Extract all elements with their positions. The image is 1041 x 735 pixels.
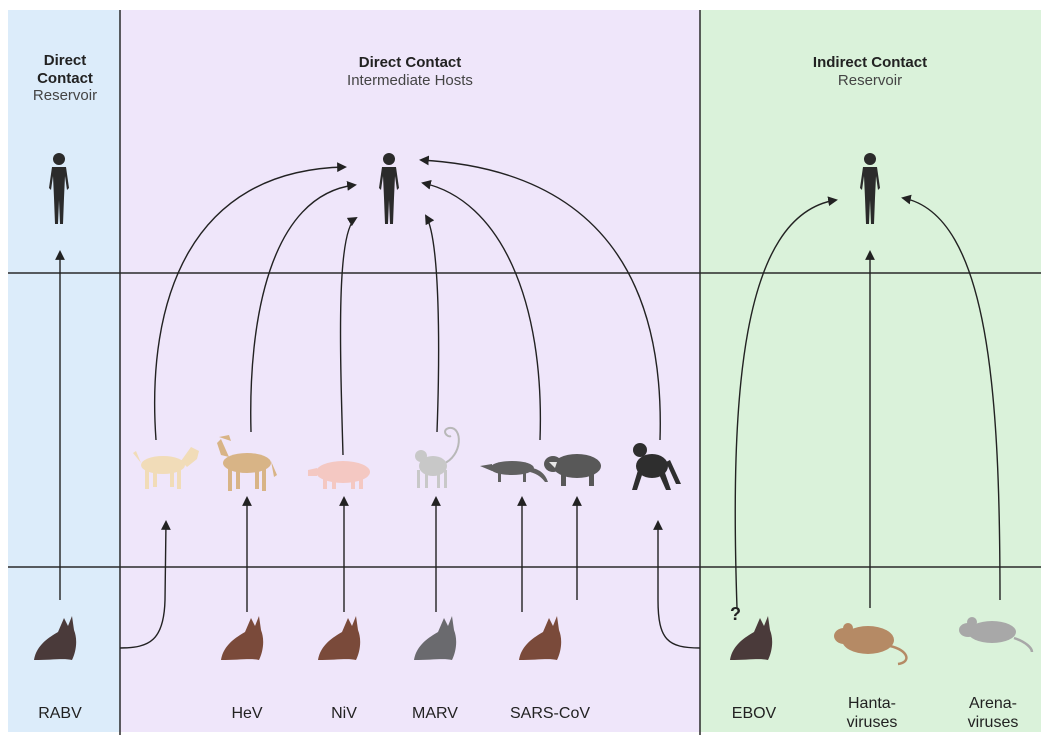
left-panel-subtitle: Reservoir bbox=[10, 87, 120, 105]
virus-label-niv: NiV bbox=[314, 704, 374, 723]
virus-label-hanta-line2: viruses bbox=[822, 713, 922, 732]
right-panel-title: Indirect Contact bbox=[720, 54, 1020, 72]
virus-label-arena: Arena- viruses bbox=[950, 694, 1036, 732]
left-panel-title: Direct bbox=[10, 52, 120, 70]
virus-label-arena-line1: Arena- bbox=[950, 694, 1036, 713]
virus-label-hev: HeV bbox=[217, 704, 277, 723]
virus-label-sars: SARS-CoV bbox=[500, 704, 600, 723]
right-panel-header: Indirect Contact Reservoir bbox=[720, 54, 1020, 89]
left-panel-title: Contact bbox=[10, 70, 120, 88]
middle-panel-title: Direct Contact bbox=[260, 54, 560, 72]
right-panel-subtitle: Reservoir bbox=[720, 72, 1020, 90]
virus-label-arena-line2: viruses bbox=[950, 713, 1036, 732]
virus-label-rabv: RABV bbox=[20, 704, 100, 723]
middle-panel-header: Direct Contact Intermediate Hosts bbox=[260, 54, 560, 89]
middle-panel-bg bbox=[120, 10, 700, 732]
left-panel-header: Direct Contact Reservoir bbox=[10, 52, 120, 105]
ebov-uncertain-mark: ? bbox=[730, 604, 741, 625]
virus-label-marv: MARV bbox=[400, 704, 470, 723]
virus-label-ebov: EBOV bbox=[714, 704, 794, 723]
virus-label-hanta-line1: Hanta- bbox=[822, 694, 922, 713]
virus-label-hanta: Hanta- viruses bbox=[822, 694, 922, 732]
middle-panel-subtitle: Intermediate Hosts bbox=[260, 72, 560, 90]
